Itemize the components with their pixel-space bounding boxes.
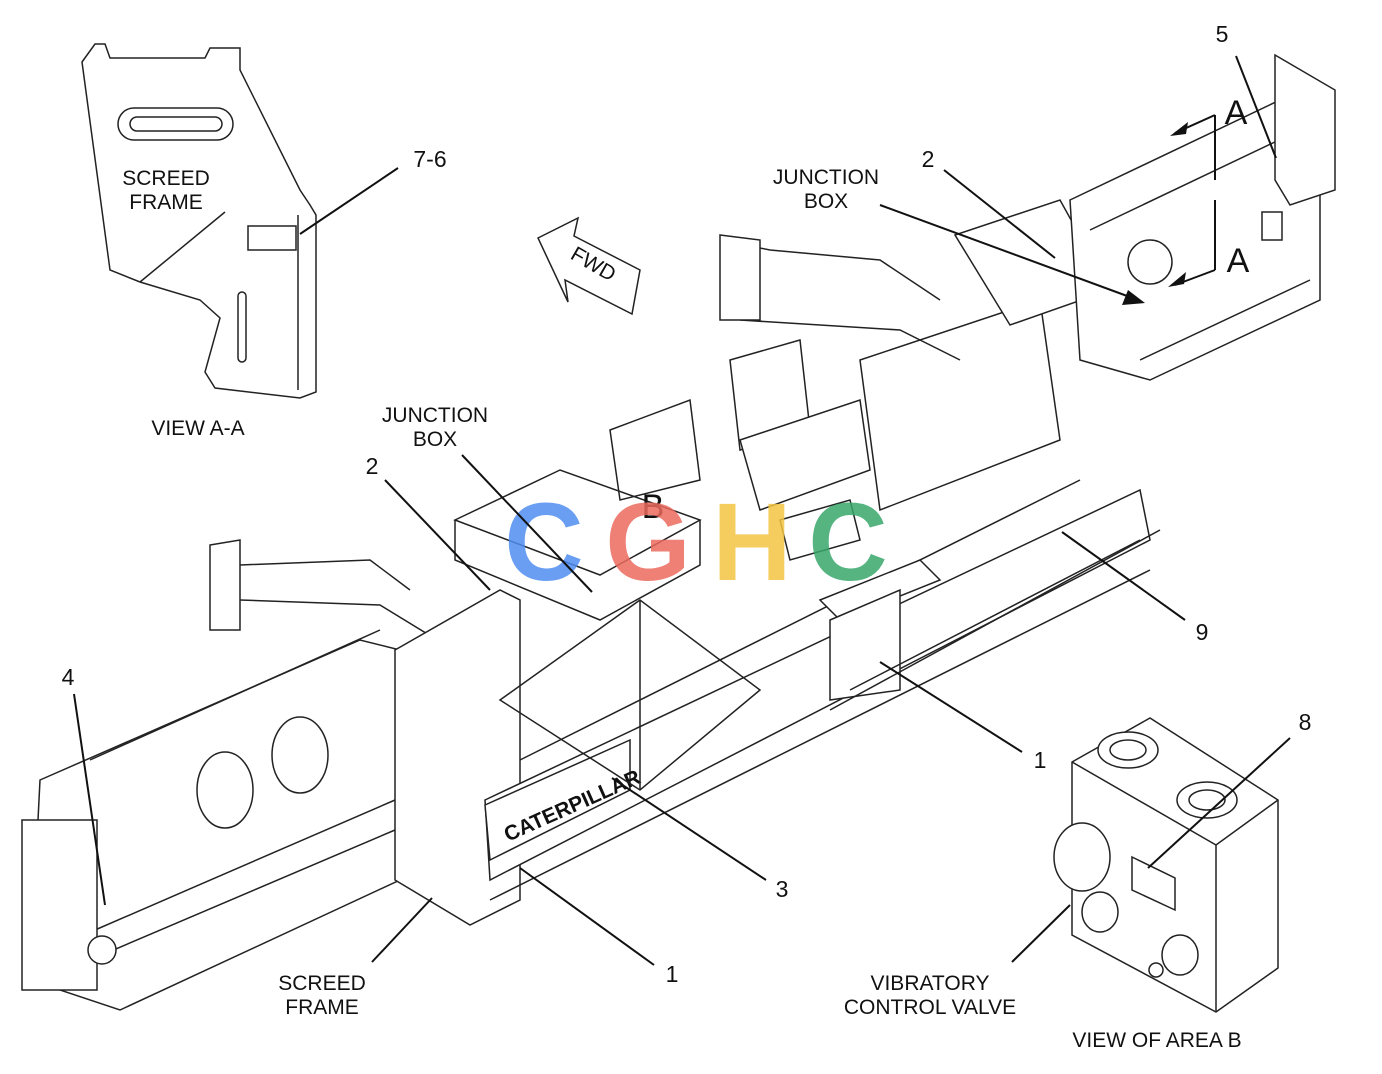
leader-line [371, 897, 433, 963]
view-aa-frame-label-1: SCREED [122, 167, 210, 190]
fwd-arrow: FWD [537, 216, 641, 316]
leader-line [611, 777, 767, 881]
decal-7-6 [247, 225, 297, 251]
callout-8: 8 [1299, 709, 1312, 735]
slot-window [117, 107, 234, 141]
callout-1-bottom: 1 [666, 961, 679, 987]
detail-letter-b: B [642, 488, 665, 526]
valve-label-2: CONTROL VALVE [844, 996, 1016, 1019]
view-area-b-inset: 8 VIBRATORY CONTROL VALVE VIEW OF AREA B [844, 709, 1312, 1052]
screed-frame-label-1: SCREED [278, 972, 366, 995]
watermark: C G H C [504, 481, 887, 604]
leader-line [1147, 737, 1291, 869]
callout-2-right: 2 [922, 146, 935, 172]
callout-7-6: 7-6 [413, 146, 446, 172]
section-marker-aa: A A [1168, 94, 1250, 287]
beam-hole [271, 716, 329, 794]
section-letter-bottom: A [1227, 242, 1250, 280]
leader-line [519, 867, 655, 966]
junction-box-right-label-2: BOX [804, 190, 848, 213]
callout-5: 5 [1216, 21, 1229, 47]
watermark-letter: G [605, 481, 691, 604]
view-aa-title: VIEW A-A [151, 417, 244, 440]
leader-line [1235, 55, 1277, 159]
leader-line [1011, 904, 1071, 963]
callout-1-right: 1 [1034, 747, 1047, 773]
junction-box-left-label-1: JUNCTION [382, 404, 488, 427]
leader-line [73, 693, 106, 906]
leader-line [879, 204, 1139, 301]
section-letter-top: A [1225, 94, 1248, 132]
valve-solenoid [1053, 822, 1111, 892]
leader-line [461, 454, 593, 593]
callout-2-left: 2 [366, 453, 379, 479]
screed-frame-label-2: FRAME [285, 996, 359, 1019]
callout-9: 9 [1196, 619, 1209, 645]
junction-box-right-label-1: JUNCTION [773, 166, 879, 189]
view-aa-inset: SCREED FRAME 7-6 VIEW A-A [81, 43, 447, 440]
leader-line [1061, 531, 1186, 621]
leader-line [384, 479, 491, 591]
view-area-b-title: VIEW OF AREA B [1072, 1029, 1241, 1052]
leader-line [943, 169, 1056, 259]
watermark-letter: H [712, 481, 791, 604]
junction-box-left-label-2: BOX [413, 428, 457, 451]
view-aa-frame-label-2: FRAME [129, 191, 203, 214]
callout-3: 3 [776, 876, 789, 902]
leader-line [879, 661, 1023, 753]
screed-assembly: CATERPILLAR [21, 53, 1336, 1011]
beam-hole [196, 751, 254, 829]
valve-decal [1131, 855, 1176, 912]
callout-4: 4 [62, 664, 75, 690]
watermark-letter: C [808, 481, 887, 604]
valve-label-1: VIBRATORY [870, 972, 989, 995]
